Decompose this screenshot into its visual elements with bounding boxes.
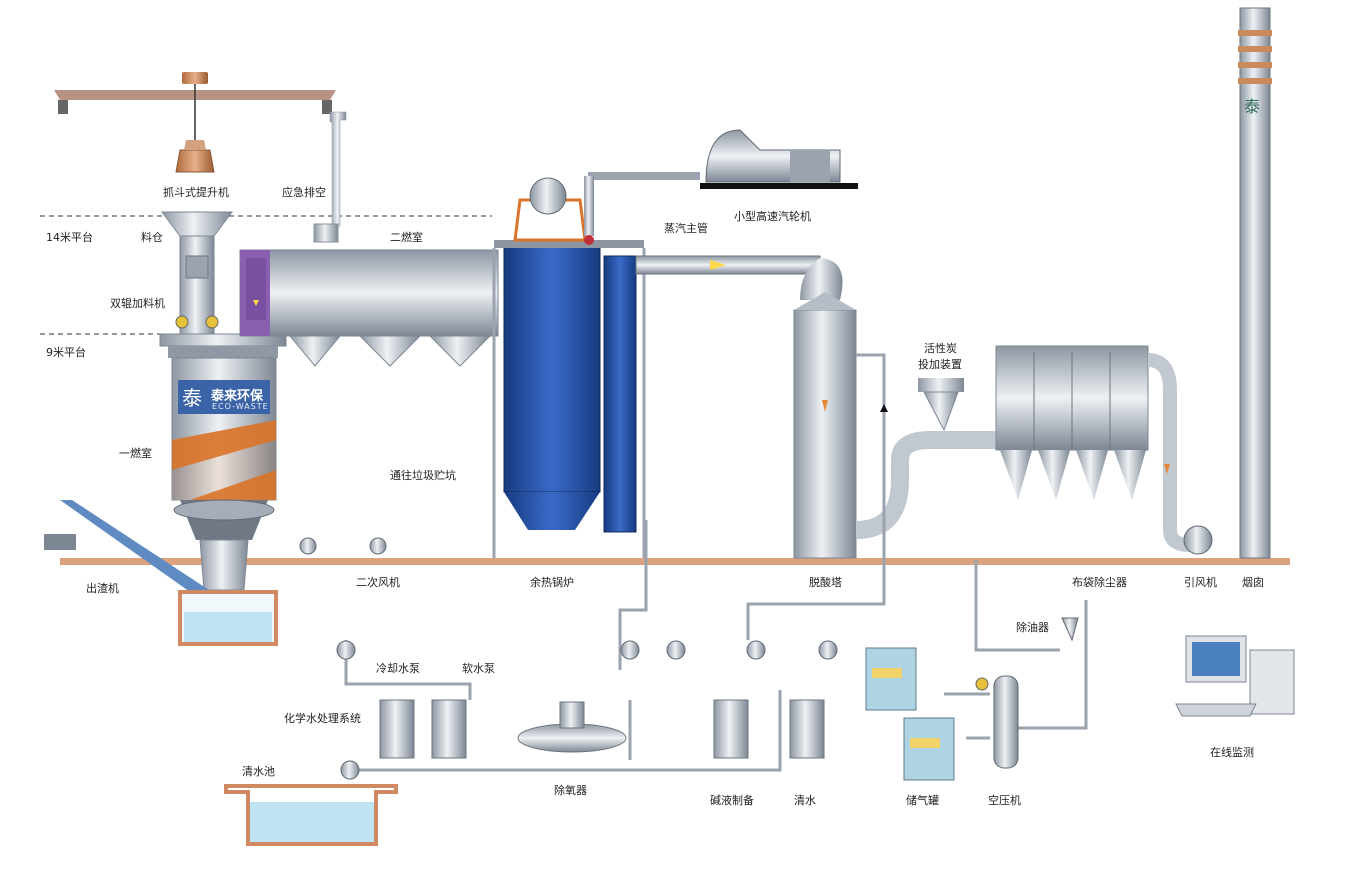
label-emergency-vent: 应急排空	[282, 186, 326, 199]
label-to-waste-pit: 通往垃圾贮坑	[390, 469, 456, 482]
ground-floor	[60, 558, 1290, 565]
brand-name-en: ECO-WASTE	[212, 402, 269, 411]
bag-filter	[995, 345, 1191, 552]
flue-duct	[855, 378, 1000, 539]
label-induced-fan: 引风机	[1184, 576, 1217, 589]
label-grab-crane: 抓斗式提升机	[163, 186, 229, 199]
pumps	[299, 537, 838, 780]
label-chimney: 烟囱	[1242, 576, 1264, 589]
label-small-turbine: 小型高速汽轮机	[734, 210, 811, 223]
label-platform-14m: 14米平台	[46, 231, 93, 244]
label-secondary-fan: 二次风机	[356, 576, 400, 589]
clear-water-pool	[224, 784, 398, 846]
label-platform-9m: 9米平台	[46, 346, 86, 359]
label-soft-water-pump: 软水泵	[462, 662, 495, 675]
label-cooling-pump: 冷却水泵	[376, 662, 420, 675]
flow-arrow-up	[253, 300, 259, 306]
gas-tanks	[865, 647, 1019, 781]
label-chem-water: 化学水处理系统	[284, 712, 361, 725]
label-gas-tank: 储气罐	[906, 794, 939, 807]
secondary-chamber	[239, 249, 499, 367]
chimney-logo: 泰	[1244, 97, 1260, 116]
primary-chamber: 泰	[159, 315, 287, 591]
label-activated-carbon-1: 活性炭	[924, 342, 957, 355]
label-hopper: 料仓	[141, 231, 163, 244]
emergency-vent	[313, 111, 347, 243]
deacid-tower	[793, 258, 888, 559]
grab-crane	[54, 72, 336, 173]
steam-pipe	[584, 172, 821, 275]
monitor-icon	[1175, 635, 1295, 717]
label-air-compressor: 空压机	[988, 794, 1021, 807]
label-secondary-chamber: 二燃室	[390, 231, 423, 244]
label-double-roller-feeder: 双辊加料机	[110, 297, 165, 310]
label-bag-filter: 布袋除尘器	[1072, 576, 1127, 589]
label-deaerator: 除氧器	[554, 784, 587, 797]
label-slag-remover: 出渣机	[86, 582, 119, 595]
label-main-steam-pipe: 蒸汽主管	[664, 222, 708, 235]
brand-logo-glyph: 泰	[182, 386, 202, 410]
label-online-monitor: 在线监测	[1210, 746, 1254, 759]
small-turbine	[700, 129, 858, 189]
feed-hopper	[161, 211, 233, 337]
oil-remover-icon	[1061, 617, 1079, 642]
water-treatment-tanks	[379, 699, 825, 759]
label-clear-water: 清水	[794, 794, 816, 807]
slag-conveyor	[44, 500, 278, 646]
label-primary-chamber: 一燃室	[119, 447, 152, 460]
label-activated-carbon-2: 投加装置	[918, 358, 962, 371]
label-oil-remover: 除油器	[1016, 621, 1049, 634]
brand-name-cn: 泰来环保	[211, 389, 264, 404]
waste-heat-boiler	[492, 177, 646, 558]
label-deacid-tower: 脱酸塔	[809, 576, 842, 589]
label-alkali-prep: 碱液制备	[710, 794, 754, 807]
label-waste-heat-boiler: 余热锅炉	[530, 576, 574, 589]
induced-fan-icon	[1183, 525, 1213, 555]
label-clear-pool: 清水池	[242, 765, 275, 778]
pipe-network	[344, 412, 1088, 772]
chimney: 泰	[1238, 7, 1272, 559]
